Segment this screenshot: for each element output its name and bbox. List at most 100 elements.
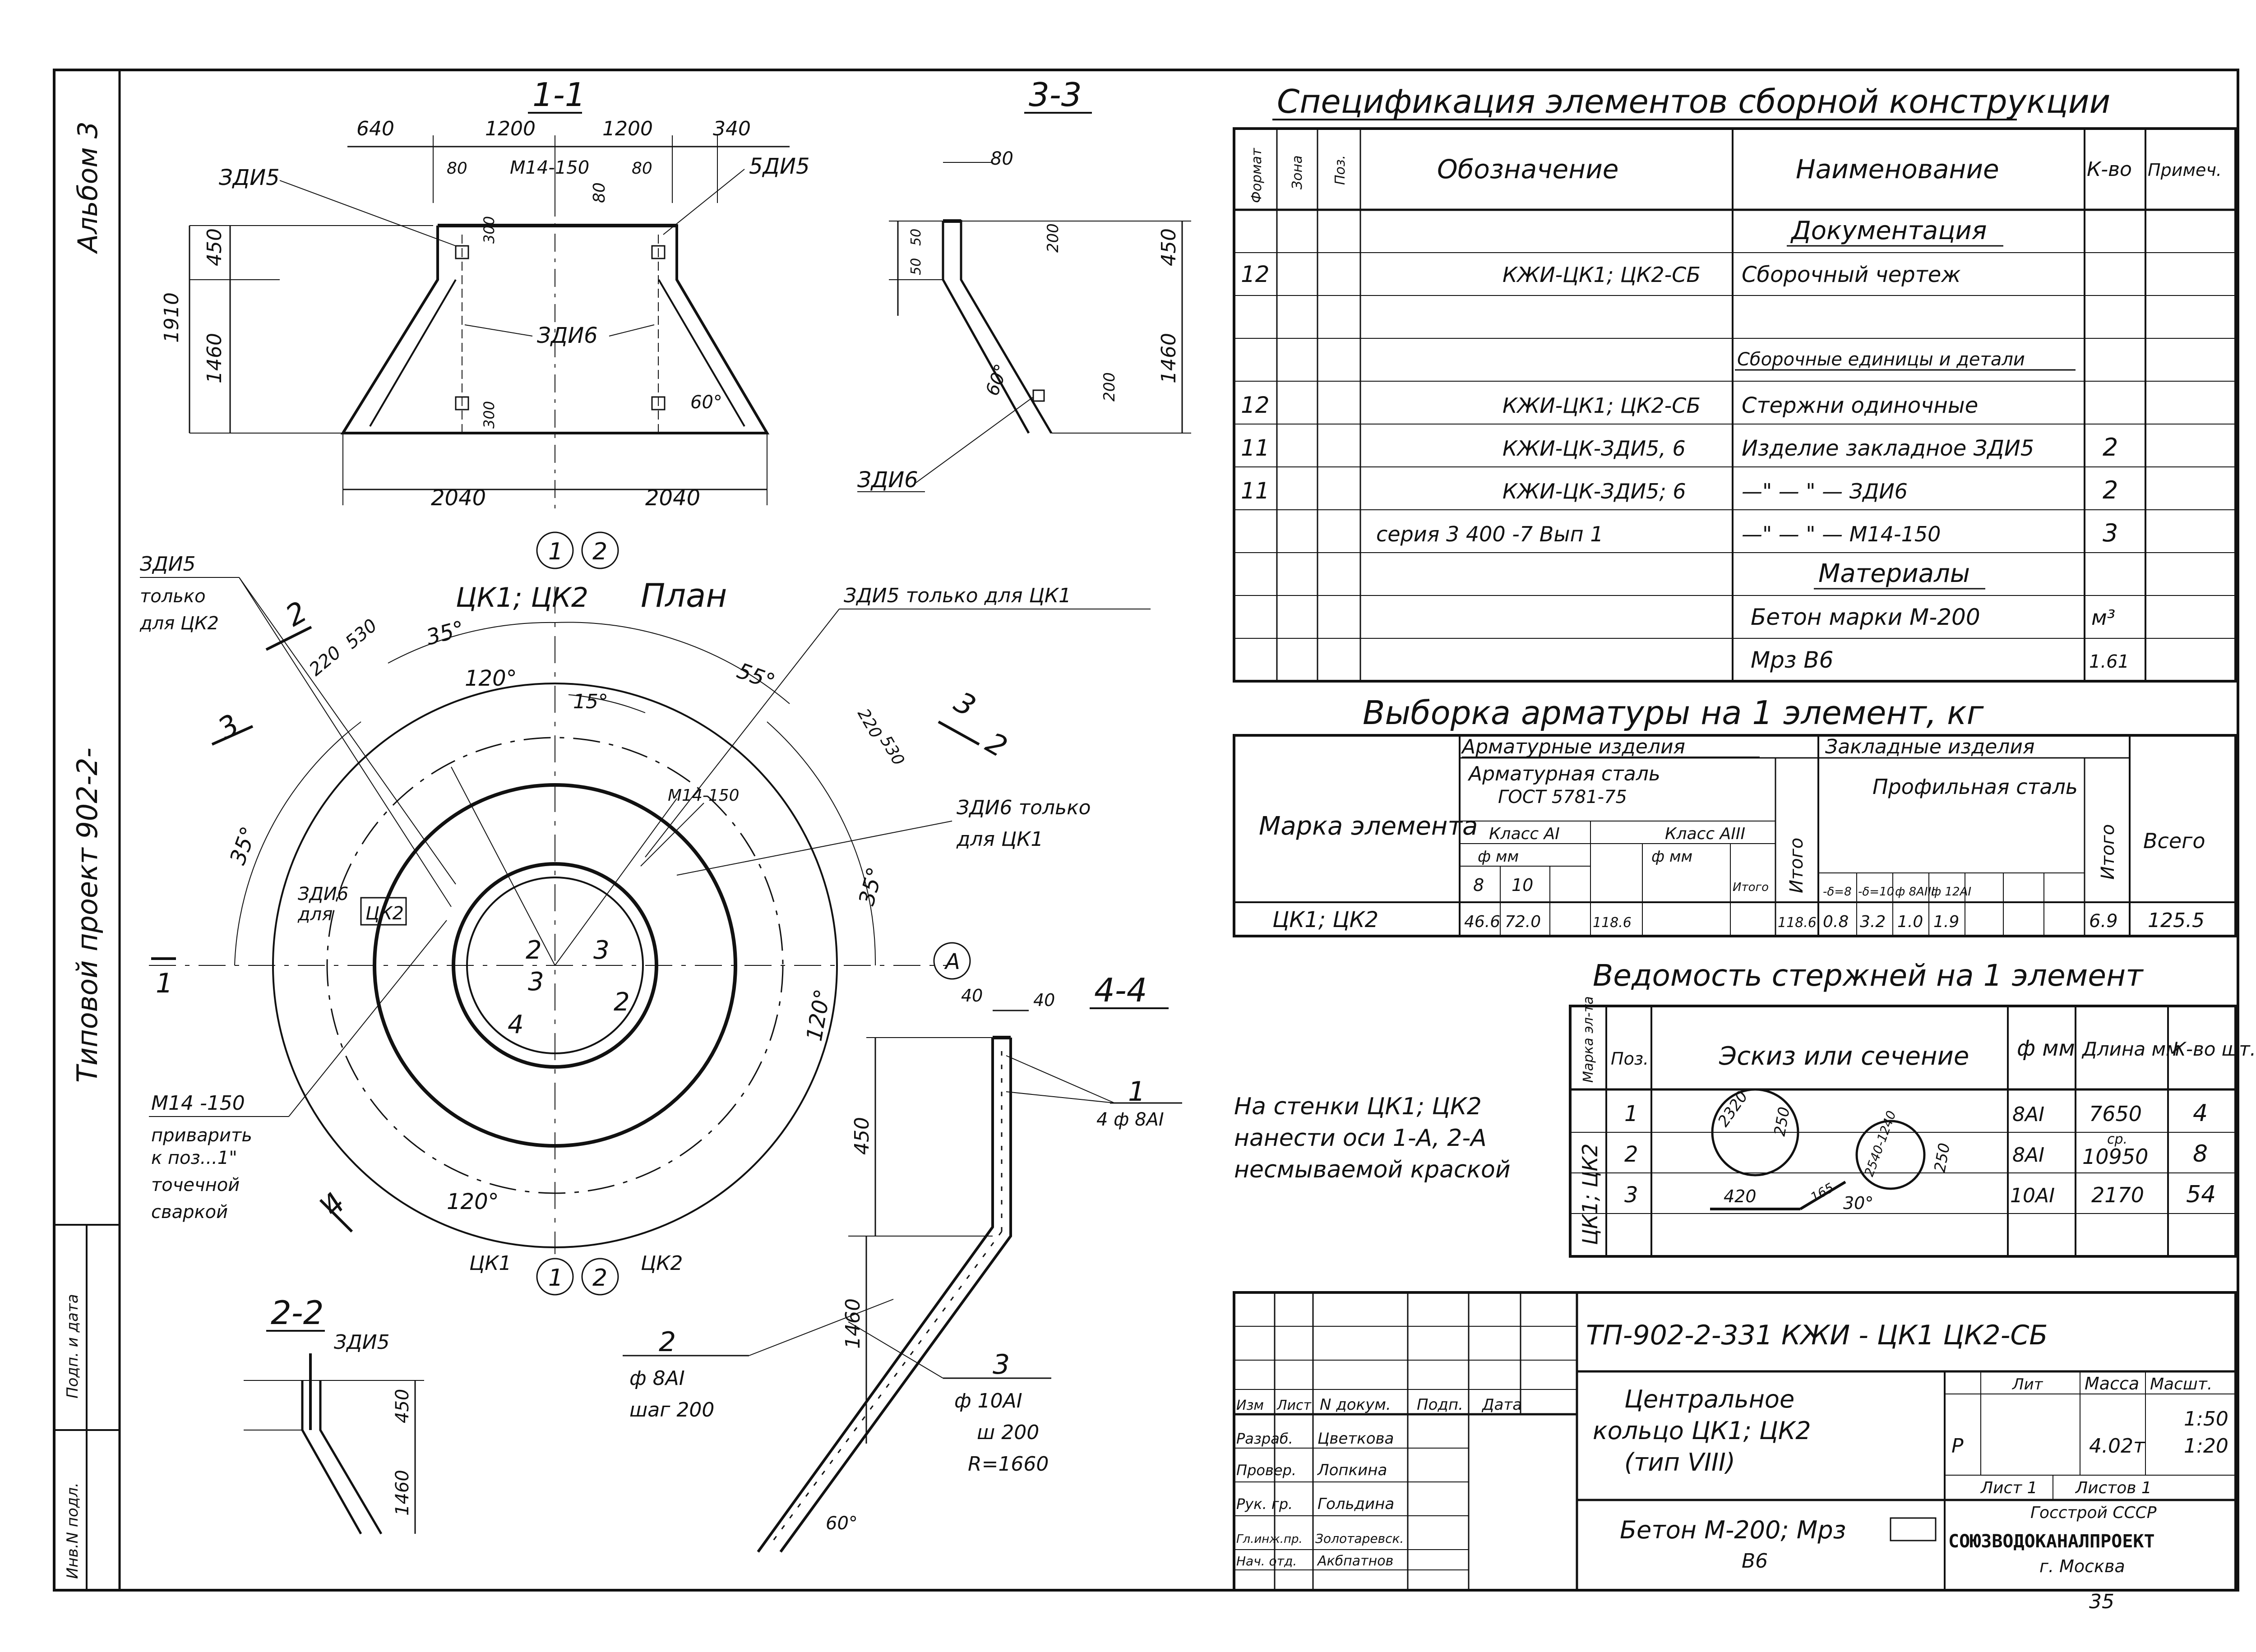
stamp-listov: Листов 1 — [2075, 1479, 2152, 1497]
rebar-h-10: 10 — [1512, 875, 1533, 895]
dim-1460: 1460 — [203, 333, 226, 383]
section-3-3: 3-3 80 50 50 200 200 450 1460 60° ЗДИ6 — [857, 76, 1191, 493]
rebar-table: Выборка арматуры на 1 элемент, кг Армату… — [1233, 694, 2237, 937]
spec-row6-name: —" — " — ЗДИ6 — [1742, 479, 1908, 503]
cut-mark-2-right: 2 — [980, 726, 1012, 764]
rebar-h-fmm2: ф мм — [1651, 848, 1692, 866]
rebar-row-v2: 72.0 — [1505, 913, 1541, 931]
stamp-ch-3: Подп. — [1417, 1396, 1463, 1414]
dim-450-s4: 450 — [851, 1117, 874, 1155]
stamp-masht1: 1:50 — [2184, 1407, 2228, 1431]
label-m14-note2: приварить — [151, 1125, 252, 1146]
label-m14-plan: М14-150 — [668, 786, 740, 805]
rebar-h-itogo2: Итого — [2098, 824, 2118, 880]
label-m14-note: М14 -150 — [151, 1092, 245, 1115]
cut-mark-3-center: 3 — [593, 936, 610, 965]
spec-row7-des: серия 3 400 -7 Вып 1 — [1376, 522, 1604, 546]
stamp-lit: Р — [1951, 1435, 1964, 1458]
spec-row5-qty: 2 — [2103, 433, 2118, 461]
spec-row4-des: КЖИ-ЦК1; ЦК2-СБ — [1502, 393, 1701, 418]
bars-r0-len: 7650 — [2089, 1102, 2142, 1126]
bars-h-pos: Поз. — [1611, 1049, 1649, 1069]
rebar-row-v5: 0.8 — [1823, 913, 1849, 931]
bars-r2-qty: 54 — [2186, 1181, 2216, 1208]
spec-h-format: Формат — [1249, 148, 1265, 203]
rebar-h-p3: ф 8АIII — [1895, 885, 1935, 899]
angle-55: 55° — [734, 658, 778, 695]
sketch-420: 420 — [1724, 1186, 1757, 1206]
spec-table: Спецификация элементов сборной конструкц… — [1233, 83, 2237, 683]
label-ck1-bottom: ЦК1 — [469, 1252, 511, 1275]
label-m14-note4: точечной — [151, 1175, 240, 1195]
angle-35-top: 35° — [424, 616, 467, 650]
section-2-2-title: 2-2 — [271, 1294, 324, 1332]
stamp-list: Лист 1 — [1980, 1479, 2038, 1497]
bars-r2-pos: 3 — [1624, 1182, 1638, 1208]
spec-h-note: Примеч. — [2148, 160, 2222, 180]
spec-h-pos: Поз. — [1332, 155, 1348, 185]
spec-row4-name: Стержни одиночные — [1742, 393, 1978, 418]
rebar-h-gost: ГОСТ 5781-75 — [1498, 787, 1627, 808]
dim-1200b: 1200 — [602, 117, 653, 140]
rebar-h-profil: Профильная сталь — [1872, 775, 2078, 799]
dim-640: 640 — [356, 117, 394, 140]
bars-h-len: Длина мм — [2081, 1038, 2180, 1060]
label-zdi6: ЗДИ6 — [537, 323, 598, 348]
rebar-h-8: 8 — [1473, 875, 1484, 895]
spec-row3-name: Сборочные единицы и детали — [1737, 349, 2025, 370]
cut-mark-4-center: 4 — [508, 1010, 524, 1039]
stamp-masht2: 1:20 — [2184, 1435, 2228, 1458]
spec-row5-name: Изделие закладное ЗДИ5 — [1742, 436, 2034, 461]
axis-circle-1-top — [536, 531, 574, 569]
spec-h-qty: К-во — [2087, 158, 2132, 181]
axis-mark-2-bottom: 2 — [592, 1264, 607, 1292]
label-m14-note3: к поз...1" — [151, 1148, 237, 1168]
pos3-label: 3 — [993, 1349, 1010, 1380]
sketch-250b: 250 — [1931, 1142, 1954, 1174]
angle-35-right: 35° — [854, 864, 888, 908]
pos3-step: ш 200 — [977, 1421, 1039, 1444]
rebar-h-itogo: Итого — [1786, 838, 1807, 893]
label-zdi6-ck1-2: для ЦК1 — [956, 828, 1043, 851]
spec-h-zone: Зона — [1290, 155, 1305, 189]
dim-1460-s4: 1460 — [841, 1298, 864, 1349]
stamp-p2-name: Гольдина — [1318, 1495, 1394, 1513]
spec-title: Спецификация элементов сборной конструкц… — [1277, 83, 2110, 120]
cut-mark-4-bottom: 4 — [315, 1186, 352, 1223]
bars-h-sketch: Эскиз или сечение — [1719, 1042, 1969, 1071]
angle-60-s4: 60° — [826, 1513, 858, 1534]
outer-frame — [53, 69, 2239, 1592]
plan-view: План ЦК1; ЦК2 35° 120° 55° 15° 35° 35° 1… — [139, 553, 1151, 1296]
spec-row7-qty: 3 — [2103, 519, 2118, 547]
rebar-row-v8: 1.9 — [1933, 913, 1959, 931]
section-1-1-title: 1-1 — [532, 76, 586, 114]
stamp-h-massa: Масса — [2085, 1374, 2139, 1394]
dim-50b: 50 — [908, 258, 924, 275]
note-line-1: На стенки ЦК1; ЦК2 — [1234, 1093, 1482, 1120]
label-zdi5-s2: ЗДИ5 — [334, 1331, 390, 1354]
spec-row0-name: Документация — [1790, 216, 1987, 245]
angle-60-s3: 60° — [982, 361, 1012, 398]
bars-r1-len-note: ср. — [2107, 1131, 2127, 1147]
spec-row1-des: КЖИ-ЦК1; ЦК2-СБ — [1502, 263, 1701, 287]
axis-1-label: 1 — [156, 968, 173, 999]
dim-200a-s3: 200 — [1044, 223, 1062, 253]
stamp-name1: Центральное — [1624, 1385, 1794, 1413]
label-zdi5-ck2-note: только — [140, 586, 206, 607]
dim-1460-s2: 1460 — [392, 1470, 413, 1516]
rebar-row-v1: 46.6 — [1464, 913, 1500, 931]
dim-220a: 220 — [305, 642, 345, 680]
inv-label: Инв.N подл. — [64, 1482, 82, 1579]
stamp-p4-name: Акбпатнов — [1317, 1553, 1393, 1569]
rebar-row-v10: 125.5 — [2148, 909, 2205, 932]
axis-mark-1-bottom: 1 — [548, 1264, 563, 1292]
rebar-h-p2: -δ=10 — [1858, 885, 1894, 899]
axis-circle-2-top — [581, 531, 619, 569]
section-4-4-title: 4-4 — [1094, 971, 1147, 1009]
rebar-h-zaklad: Закладные изделия — [1825, 735, 2035, 758]
label-m14: М14-150 — [510, 157, 589, 178]
rebar-row-v6: 3.2 — [1860, 913, 1886, 931]
pos1-spec: 4 ф 8АI — [1096, 1109, 1164, 1130]
rebar-h-class1: Класс АI — [1489, 825, 1560, 843]
bars-h-d: ф мм — [2017, 1036, 2075, 1061]
